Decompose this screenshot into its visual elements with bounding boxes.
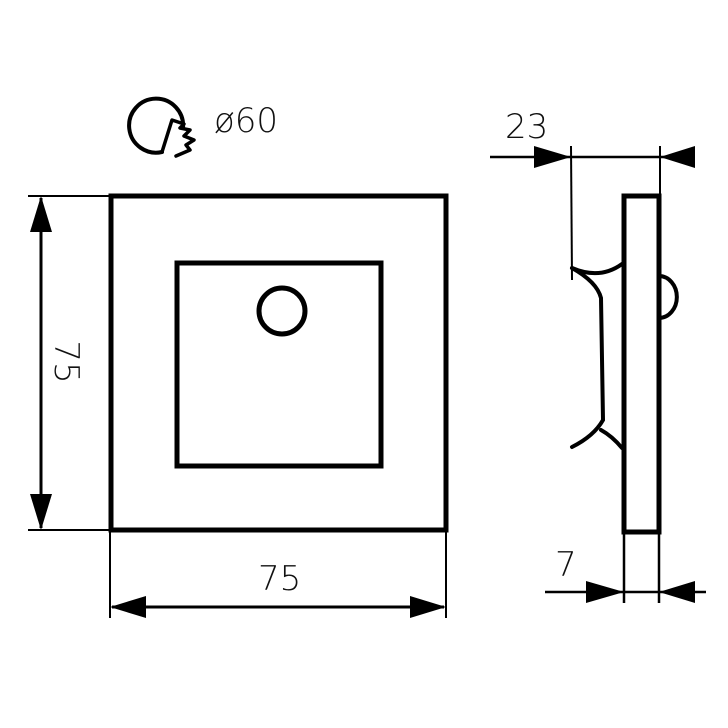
width-dimension-label: 75 <box>258 559 302 599</box>
sensor-lens <box>256 285 308 337</box>
height-dimension-label: 75 <box>46 340 86 384</box>
cutout-hole-saw-icon <box>127 96 196 158</box>
width-dimension <box>109 530 447 618</box>
depth-dimension-label: 23 <box>505 107 549 147</box>
height-dimension <box>28 195 111 531</box>
side-view-plate <box>621 193 662 535</box>
depth-dimension <box>490 145 695 281</box>
side-view-lens-bump <box>658 274 679 320</box>
side-view-mounting-clip <box>570 262 624 450</box>
thickness-dimension <box>545 532 706 603</box>
front-view-outer-frame <box>108 193 449 533</box>
cutout-diameter-label: ø60 <box>214 101 279 141</box>
front-view-inner-panel <box>174 260 384 469</box>
thickness-dimension-label: 7 <box>555 545 577 585</box>
